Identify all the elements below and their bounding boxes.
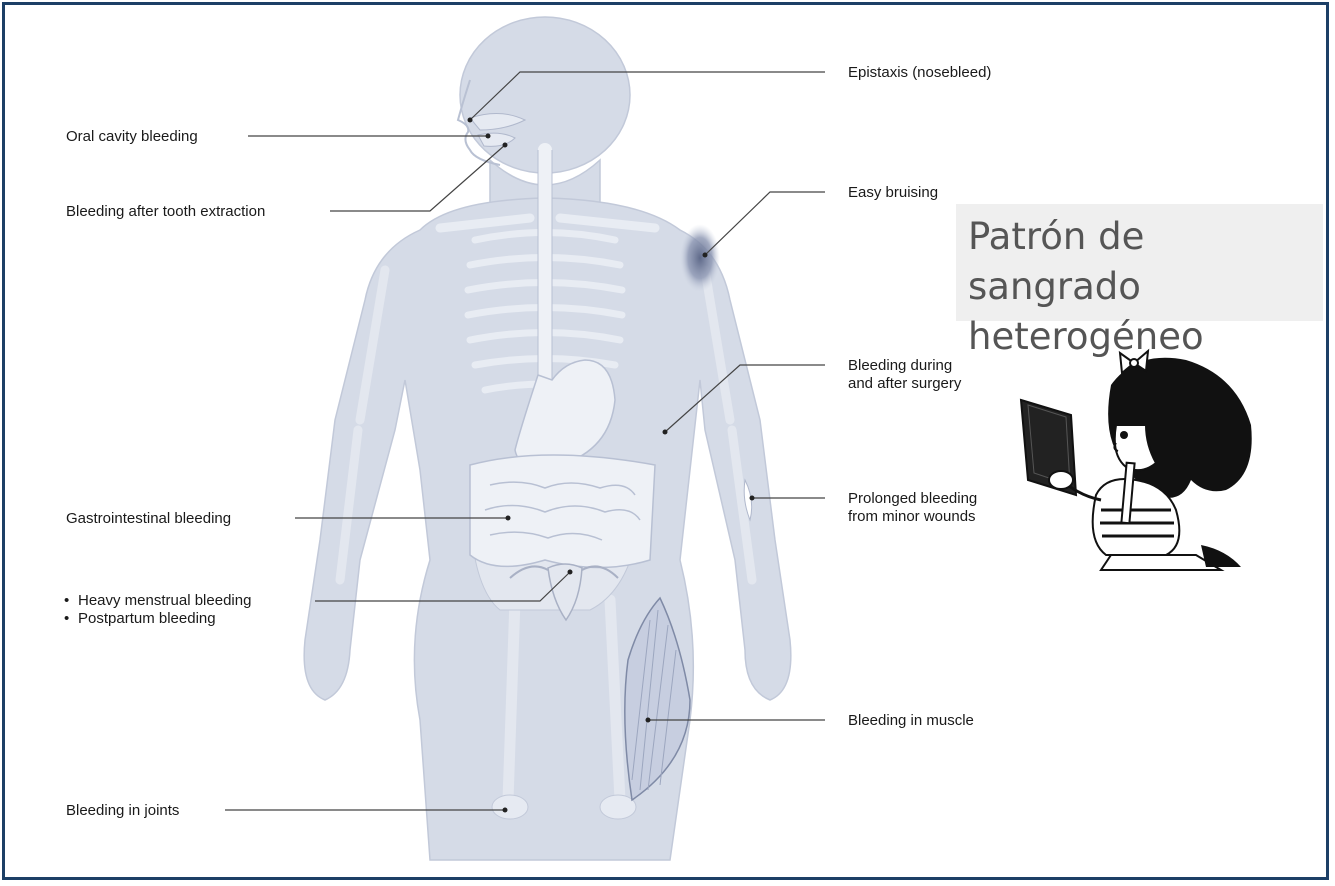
label-minor-wounds-line2: from minor wounds — [848, 508, 976, 526]
label-postpartum: Postpartum bleeding — [64, 610, 216, 628]
label-menstrual: Heavy menstrual bleeding — [64, 592, 251, 610]
label-minor-wounds-line1: Prolonged bleeding — [848, 490, 977, 508]
callout-box: Patrón de sangrado heterogéneo — [956, 204, 1323, 321]
intestines — [470, 455, 655, 568]
label-menstrual-text: Heavy menstrual bleeding — [78, 592, 251, 609]
label-easy-bruising: Easy bruising — [848, 184, 938, 202]
label-joints: Bleeding in joints — [66, 802, 179, 820]
label-postpartum-text: Postpartum bleeding — [78, 610, 216, 627]
label-oral-cavity: Oral cavity bleeding — [66, 128, 198, 146]
label-epistaxis: Epistaxis (nosebleed) — [848, 64, 991, 82]
label-surgery-line1: Bleeding during — [848, 357, 952, 375]
callout-line1: Patrón de sangrado — [968, 212, 1323, 312]
label-gastrointestinal: Gastrointestinal bleeding — [66, 510, 231, 528]
label-surgery-line2: and after surgery — [848, 375, 961, 393]
bruise-mark — [680, 224, 720, 292]
label-tooth-extraction: Bleeding after tooth extraction — [66, 203, 265, 221]
label-muscle: Bleeding in muscle — [848, 712, 974, 730]
cartoon-girl-reading — [1016, 345, 1256, 575]
